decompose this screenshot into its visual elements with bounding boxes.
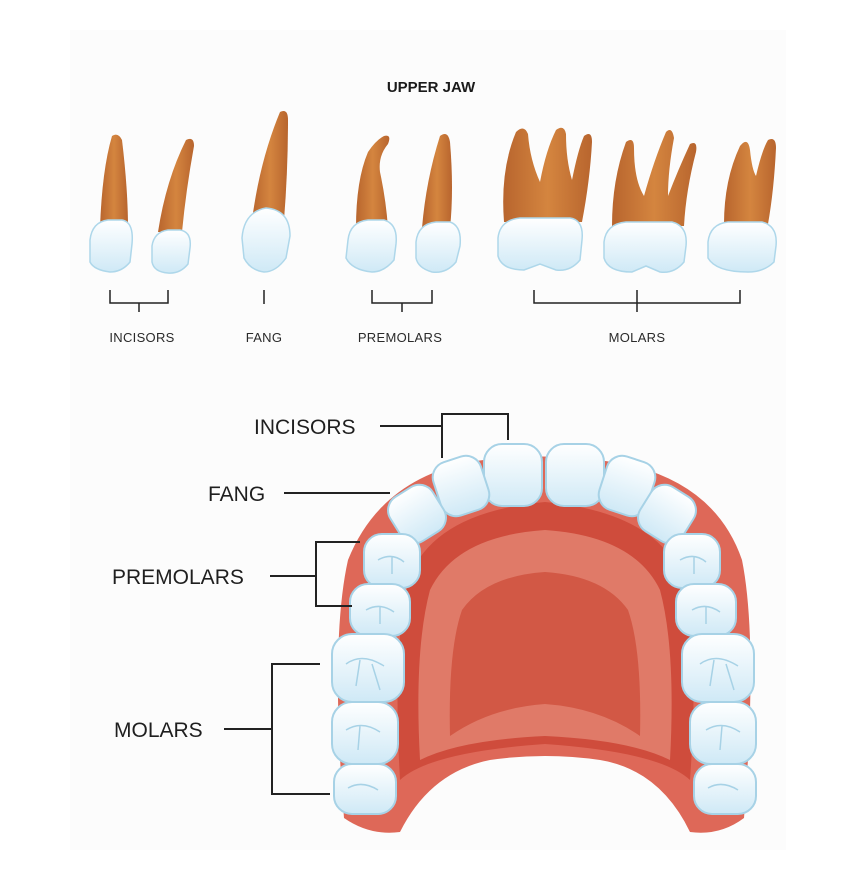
- arch-label-premolars: PREMOLARS: [112, 566, 244, 589]
- upper-label-fang: FANG: [246, 330, 283, 345]
- upper-jaw-title: UPPER JAW: [387, 79, 476, 96]
- arch-premolar: [663, 533, 721, 589]
- molar-tooth: [603, 130, 697, 274]
- upper-label-premolars: PREMOLARS: [358, 330, 442, 345]
- arch-molar: [331, 633, 405, 703]
- arch-molar: [331, 701, 399, 765]
- arch-incisor: [545, 443, 605, 507]
- arch-connectors: [224, 413, 509, 795]
- fang-tooth: [241, 111, 291, 273]
- arch-molar: [681, 633, 755, 703]
- premolar-tooth: [415, 134, 462, 274]
- arch-molar: [693, 763, 757, 815]
- upper-label-incisors: INCISORS: [109, 330, 174, 345]
- arch-fang: [637, 483, 697, 545]
- upper-brackets: [109, 290, 741, 312]
- premolar-tooth: [345, 135, 397, 273]
- upper-teeth-row: [89, 111, 777, 274]
- arch-incisor: [483, 443, 543, 507]
- arch-molar: [689, 701, 757, 765]
- molar-tooth: [497, 127, 592, 272]
- dental-arch: [331, 443, 757, 833]
- incisor-tooth: [89, 134, 134, 273]
- tooth-fissures: [345, 555, 741, 791]
- molar-tooth: [707, 139, 777, 273]
- arch-label-molars: MOLARS: [114, 719, 203, 742]
- arch-label-fang: FANG: [208, 483, 265, 506]
- incisor-tooth: [151, 138, 194, 274]
- upper-label-molars: MOLARS: [609, 330, 666, 345]
- arch-fang: [387, 483, 447, 545]
- arch-label-incisors: INCISORS: [254, 416, 356, 439]
- arch-molar: [333, 763, 397, 815]
- arch-incisor: [431, 454, 491, 518]
